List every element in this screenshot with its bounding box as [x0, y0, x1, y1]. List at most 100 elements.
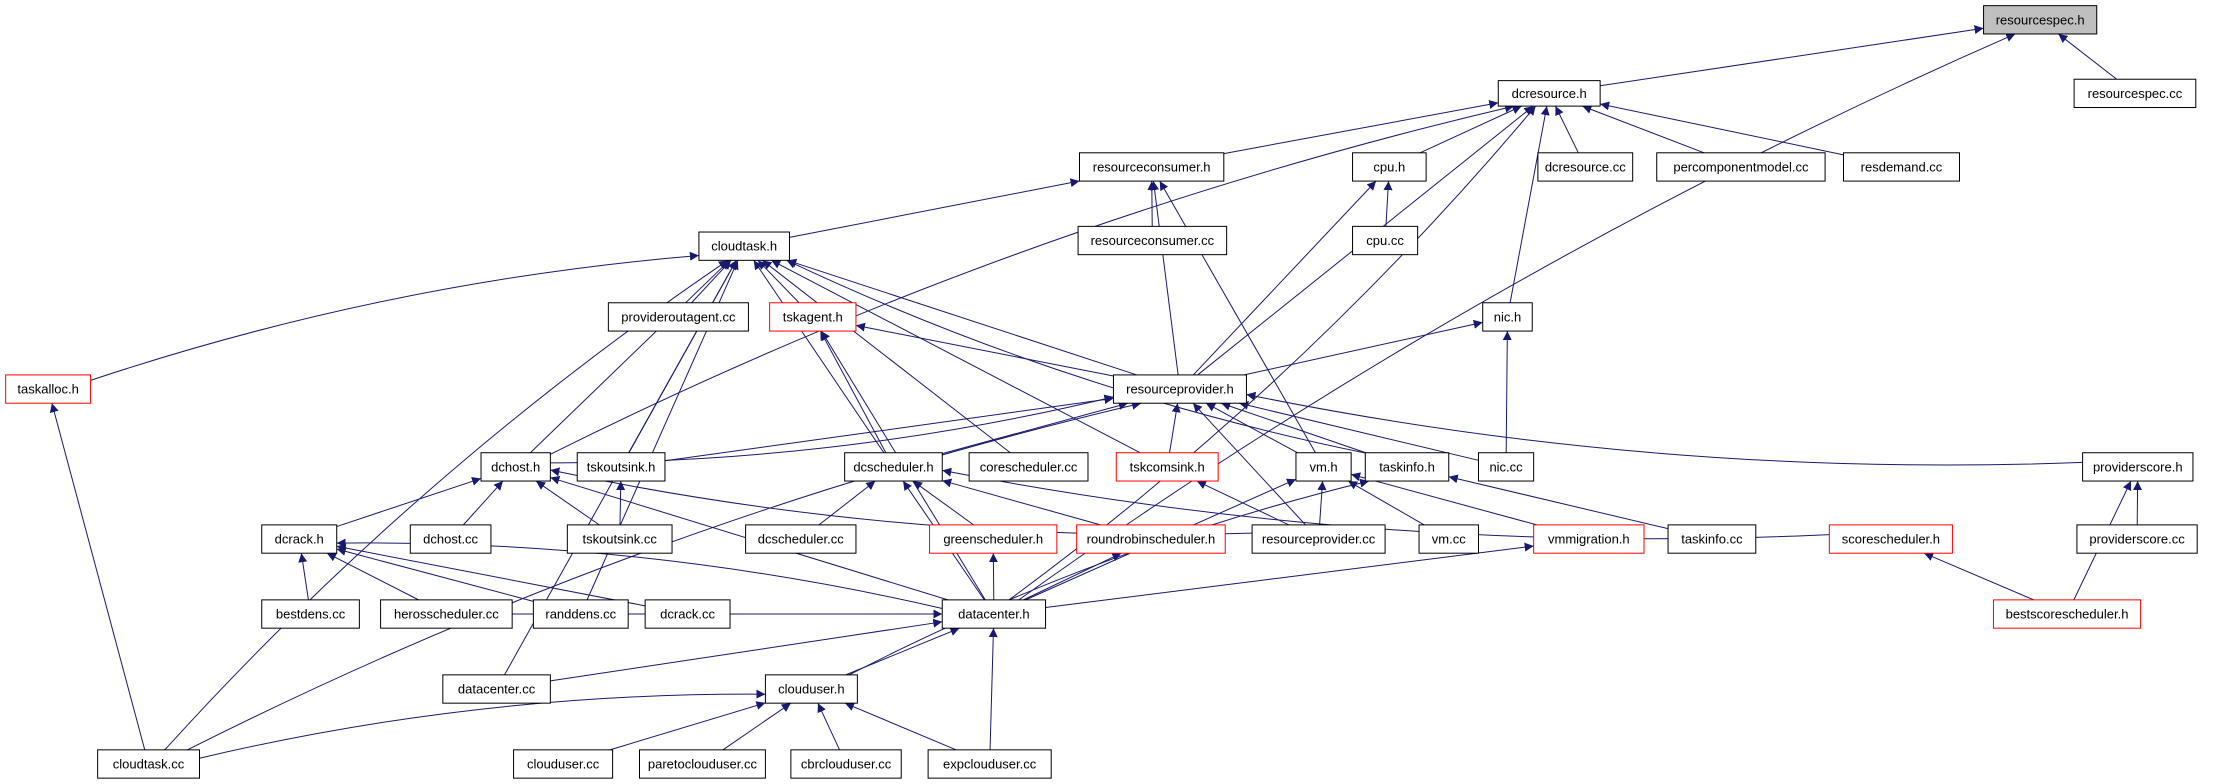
graph-node-nic-h[interactable]: nic.h [1482, 302, 1533, 332]
graph-node-resourceconsumer-h[interactable]: resourceconsumer.h [1078, 152, 1225, 182]
node-label: bestdens.cc [276, 607, 346, 622]
graph-node-bestdens-cc[interactable]: bestdens.cc [261, 599, 360, 629]
graph-node-providerscore-cc[interactable]: providerscore.cc [2076, 524, 2198, 554]
edge-vmmigration_h-to-vm_h [1351, 472, 1537, 526]
edge-dchost_cc-to-dchost_h [463, 480, 504, 526]
node-box [1482, 302, 1533, 332]
graph-node-cloudtask-cc[interactable]: cloudtask.cc [97, 749, 200, 779]
node-label: cbrclouduser.cc [801, 756, 892, 771]
graph-node-resdemand-cc[interactable]: resdemand.cc [1842, 152, 1961, 182]
graph-node-bestscorescheduler-h[interactable]: bestscorescheduler.h [1992, 599, 2142, 629]
graph-node-provideroutagent-cc[interactable]: provideroutagent.cc [607, 302, 749, 332]
edge-tskcomsink_h-to-cloudtask_h [771, 259, 1141, 454]
node-box [769, 302, 857, 332]
node-box [638, 749, 766, 779]
graph-node-dcresource-cc[interactable]: dcresource.cc [1537, 152, 1634, 182]
node-label: resourceprovider.cc [1262, 532, 1376, 547]
node-label: roundrobinscheduler.h [1087, 532, 1216, 547]
edge-resourceprovider_h-to-resourceconsumer_h [1150, 181, 1179, 375]
node-label: resourcespec.cc [2088, 86, 2183, 101]
graph-node-taskinfo-h[interactable]: taskinfo.h [1364, 452, 1450, 482]
edge-roundrobinscheduler_h-to-dcscheduler_h [942, 478, 1101, 526]
edge-randdens_cc-to-dcrack_h [336, 546, 534, 602]
node-label: nic.cc [1489, 459, 1523, 474]
graph-node-providerscore-h[interactable]: providerscore.h [2082, 452, 2194, 482]
node-box [576, 452, 666, 482]
node-box [1418, 524, 1479, 554]
graph-node-resourceprovider-cc[interactable]: resourceprovider.cc [1251, 524, 1386, 554]
graph-node-dcscheduler-h[interactable]: dcscheduler.h [844, 452, 943, 482]
node-label: cloudtask.cc [113, 756, 185, 771]
graph-node-scorescheduler-h[interactable]: scorescheduler.h [1828, 524, 1953, 554]
graph-node-dcrack-h[interactable]: dcrack.h [261, 524, 338, 554]
graph-node-paretoclouduser-cc[interactable]: paretoclouduser.cc [638, 749, 766, 779]
graph-node-resourcespec-cc[interactable]: resourcespec.cc [2073, 78, 2197, 109]
node-label: dcscheduler.h [853, 459, 933, 474]
node-box [1828, 524, 1953, 554]
node-box [1842, 152, 1961, 182]
graph-node-greenscheduler-h[interactable]: greenscheduler.h [929, 524, 1058, 554]
node-box [1078, 152, 1225, 182]
node-box [644, 599, 731, 629]
edge-dcresource_cc-to-dcresource_h [1555, 105, 1579, 154]
node-label: providerscore.cc [2089, 532, 2185, 547]
graph-node-resourceprovider-h[interactable]: resourceprovider.h [1112, 374, 1247, 404]
edge-dcscheduler_h-to-tskagent_h [819, 330, 887, 453]
edges-layer [49, 25, 2143, 759]
graph-node-randdens-cc[interactable]: randdens.cc [532, 599, 629, 629]
edge-clouduser_h-to-datacenter_h [845, 627, 960, 676]
graph-node-taskinfo-cc[interactable]: taskinfo.cc [1667, 524, 1757, 554]
node-label: bestscorescheduler.h [2006, 607, 2129, 622]
node-label: vm.cc [1432, 532, 1466, 547]
graph-node-resourcespec-h[interactable]: resourcespec.h [1983, 5, 2098, 35]
graph-node-clouduser-h[interactable]: clouduser.h [764, 674, 858, 704]
edge-paretoclouduser_cc-to-clouduser_h [722, 702, 792, 751]
graph-node-tskagent-h[interactable]: tskagent.h [769, 302, 857, 332]
node-label: cpu.h [1373, 159, 1405, 174]
graph-node-cbrclouduser-cc[interactable]: cbrclouduser.cc [790, 749, 902, 779]
node-box [2082, 452, 2194, 482]
node-box [442, 674, 551, 704]
node-label: dchost.cc [423, 532, 478, 547]
graph-node-vmmigration-h[interactable]: vmmigration.h [1533, 524, 1645, 554]
graph-node-datacenter-h[interactable]: datacenter.h [941, 599, 1047, 629]
graph-node-tskcomsink-h[interactable]: tskcomsink.h [1115, 452, 1219, 482]
edge-resourceprovider_h-to-cpu_h [1192, 180, 1377, 376]
graph-node-percomponentmodel-cc[interactable]: percomponentmodel.cc [1656, 152, 1826, 182]
node-label: resourcespec.h [1996, 12, 2085, 27]
edge-taskinfo_h-to-cloudtask_h [786, 259, 1366, 454]
edge-dchost_h-to-cloudtask_h [529, 259, 730, 454]
graph-node-tskoutsink-cc[interactable]: tskoutsink.cc [566, 524, 673, 554]
graph-node-dcscheduler-cc[interactable]: dcscheduler.cc [745, 524, 857, 554]
graph-node-cloudtask-h[interactable]: cloudtask.h [698, 231, 790, 261]
graph-node-herosscheduler-cc[interactable]: herosscheduler.cc [380, 599, 513, 629]
graph-node-roundrobinscheduler-h[interactable]: roundrobinscheduler.h [1076, 524, 1226, 554]
graph-node-corescheduler-cc[interactable]: corescheduler.cc [968, 452, 1089, 482]
graph-node-clouduser-cc[interactable]: clouduser.cc [513, 749, 614, 779]
graph-node-datacenter-cc[interactable]: datacenter.cc [442, 674, 551, 704]
graph-node-taskalloc-h[interactable]: taskalloc.h [5, 374, 92, 404]
edge-dcscheduler_h-to-resourceprovider_h [942, 401, 1128, 455]
graph-node-nic-cc[interactable]: nic.cc [1477, 452, 1535, 482]
graph-node-dchost-h[interactable]: dchost.h [480, 452, 551, 482]
graph-node-cpu-cc[interactable]: cpu.cc [1352, 225, 1419, 256]
graph-node-vm-cc[interactable]: vm.cc [1418, 524, 1479, 554]
graph-node-dchost-cc[interactable]: dchost.cc [409, 524, 492, 554]
graph-node-vm-h[interactable]: vm.h [1295, 452, 1352, 482]
node-label: vm.h [1309, 459, 1337, 474]
edge-taskinfo_cc-to-taskinfo_h [1448, 474, 1669, 530]
graph-node-dcrack-cc[interactable]: dcrack.cc [644, 599, 731, 629]
node-box [1251, 524, 1386, 554]
node-box [968, 452, 1089, 482]
graph-node-expclouduser-cc[interactable]: expclouduser.cc [927, 749, 1052, 779]
node-label: taskinfo.h [1379, 459, 1435, 474]
node-box [844, 452, 943, 482]
graph-node-dcresource-h[interactable]: dcresource.h [1497, 80, 1601, 107]
node-label: dcresource.h [1512, 86, 1587, 101]
edge-dcrack_h-to-dchost_h [336, 477, 482, 528]
graph-node-tskoutsink-h[interactable]: tskoutsink.h [576, 452, 666, 482]
node-label: providerscore.h [2093, 459, 2183, 474]
graph-node-resourceconsumer-cc[interactable]: resourceconsumer.cc [1077, 225, 1228, 256]
graph-node-cpu-h[interactable]: cpu.h [1352, 152, 1427, 182]
